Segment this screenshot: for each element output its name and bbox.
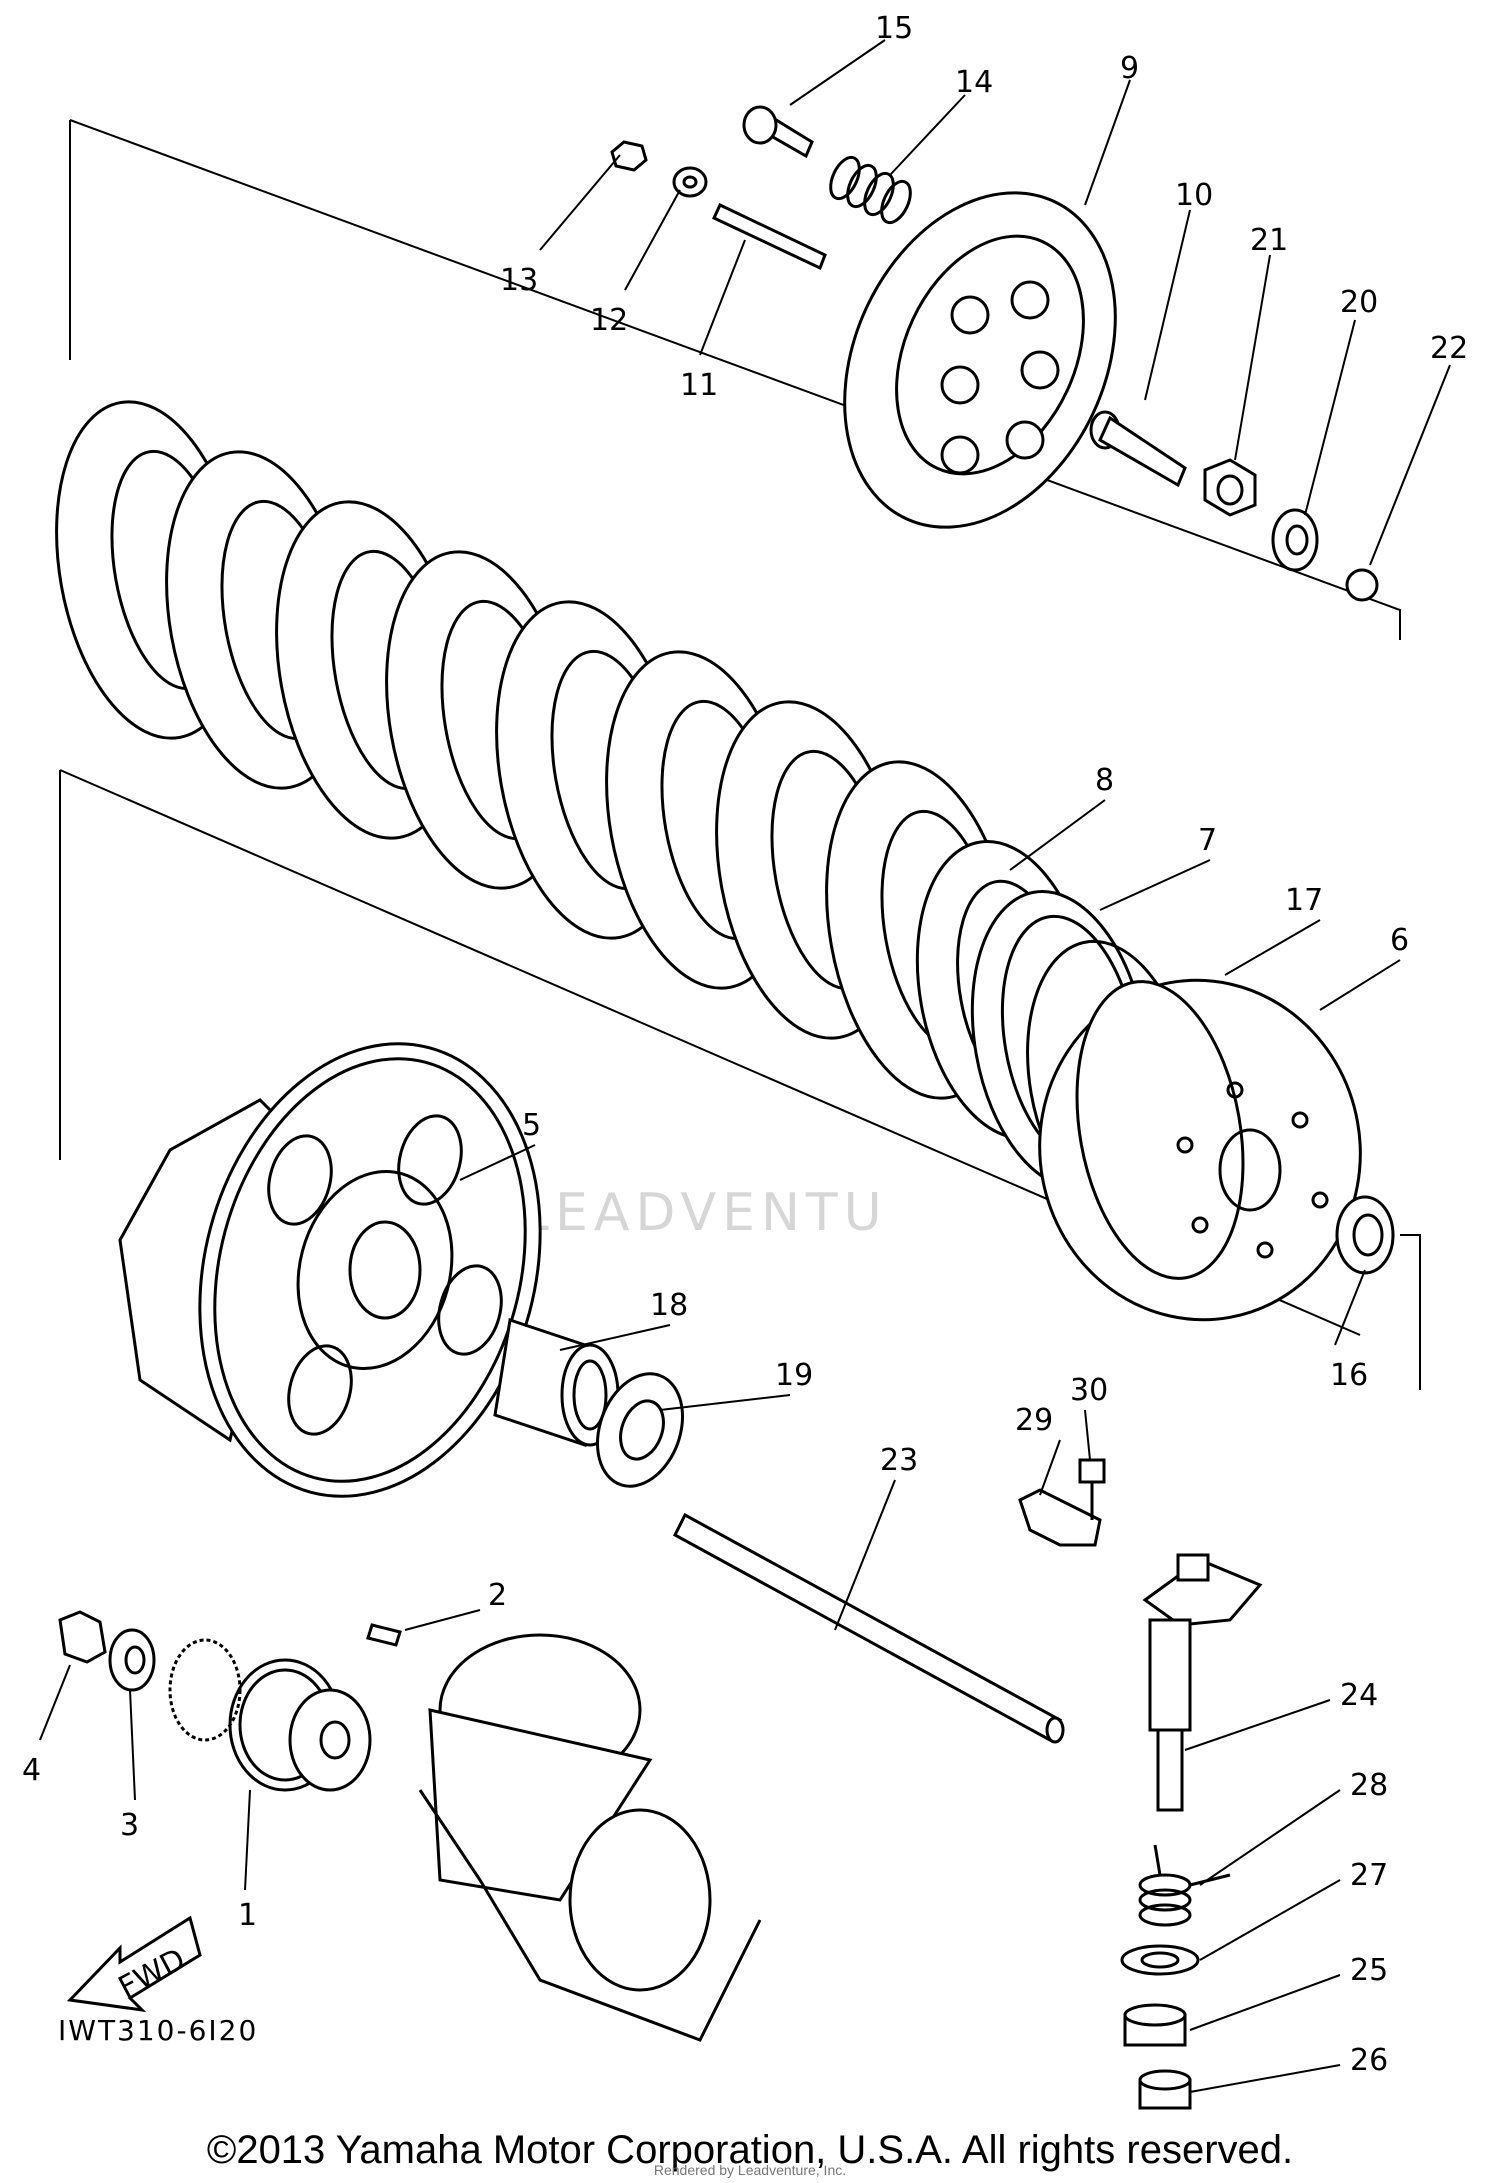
thrust-washer [1335, 1195, 1395, 1275]
secondary-gear-outline [168, 1638, 242, 1742]
spring-bolt-head [742, 105, 778, 145]
washer-hole [682, 175, 698, 189]
spacer-washer [595, 1372, 685, 1488]
callout-11: 11 [680, 368, 718, 403]
bolt [1078, 1458, 1106, 1484]
lock-washer-hole [1285, 524, 1309, 556]
copyright-notice: ©2013 Yamaha Motor Corporation, U.S.A. A… [206, 2128, 1294, 2172]
callout-24: 24 [1340, 1678, 1378, 1713]
callout-3: 3 [120, 1808, 139, 1843]
callout-18: 18 [650, 1288, 688, 1323]
bearing-upper [1123, 2003, 1187, 2047]
crank-nut [58, 1610, 107, 1664]
stud-bolt [712, 202, 827, 271]
thrust-washer-hole [1352, 1213, 1384, 1257]
primary-drive-gear [228, 1658, 372, 1792]
callout-14: 14 [955, 65, 993, 100]
callout-22: 22 [1430, 331, 1468, 366]
callout-20: 20 [1340, 285, 1378, 320]
lock-washer [1271, 508, 1319, 572]
watermark-text: LEADVENTU [520, 1183, 888, 1243]
callout-27: 27 [1350, 1858, 1388, 1893]
lock-nut [1203, 458, 1257, 517]
callout-30: 30 [1070, 1373, 1108, 1408]
push-lever-plate [1018, 1488, 1102, 1547]
callout-19: 19 [775, 1358, 813, 1393]
crankshaft-silhouette [418, 1633, 762, 2042]
callout-9: 9 [1120, 51, 1139, 86]
callout-13: 13 [500, 263, 538, 298]
clutch-boss [1038, 978, 1362, 1322]
fwd-arrow: FWD [66, 1915, 202, 2013]
callout-25: 25 [1350, 1953, 1388, 1988]
oil-seal [1120, 1944, 1200, 1976]
callout-7: 7 [1198, 823, 1217, 858]
callout-2: 2 [488, 1578, 507, 1613]
callout-21: 21 [1250, 223, 1288, 258]
push-lever-shaft [1142, 1553, 1263, 1812]
callout-4: 4 [22, 1753, 41, 1788]
callout-23: 23 [880, 1443, 918, 1478]
spacer-washer-hole [619, 1399, 665, 1461]
render-note: Rendered by Leadventure, Inc. [653, 2162, 847, 2178]
callout-28: 28 [1350, 1768, 1388, 1803]
callout-10: 10 [1175, 178, 1213, 213]
callout-1: 1 [238, 1898, 257, 1933]
callout-6: 6 [1390, 923, 1409, 958]
lever-return-spring [1138, 1844, 1231, 1927]
push-rod-short [1089, 410, 1187, 488]
callout-5: 5 [522, 1108, 541, 1143]
callout-26: 26 [1350, 2043, 1388, 2078]
washer [672, 166, 708, 198]
nut [610, 140, 648, 172]
clutch-spring [829, 155, 912, 225]
pressure-plate [843, 191, 1117, 529]
bearing-lower [1138, 2069, 1192, 2110]
lock-washer-small [108, 1628, 156, 1692]
clutch-housing [118, 1042, 542, 1498]
push-rod-end [1045, 1716, 1065, 1744]
steel-ball [1345, 568, 1379, 602]
callout-15: 15 [875, 11, 913, 46]
callout-8: 8 [1095, 763, 1114, 798]
callout-labels: 15 14 9 10 21 20 22 13 12 11 8 7 17 6 5 … [22, 11, 1468, 2078]
lock-washer-small-hole [124, 1645, 146, 1675]
callout-29: 29 [1015, 1403, 1053, 1438]
woodruff-key [366, 1623, 402, 1647]
diagram-code: IWT310-6I20 [58, 2014, 258, 2047]
callout-12: 12 [590, 303, 628, 338]
oil-seal-hole [1140, 1951, 1180, 1969]
callout-16: 16 [1330, 1358, 1368, 1393]
callout-17: 17 [1285, 883, 1323, 918]
leader-lines [39, 39, 1451, 2093]
